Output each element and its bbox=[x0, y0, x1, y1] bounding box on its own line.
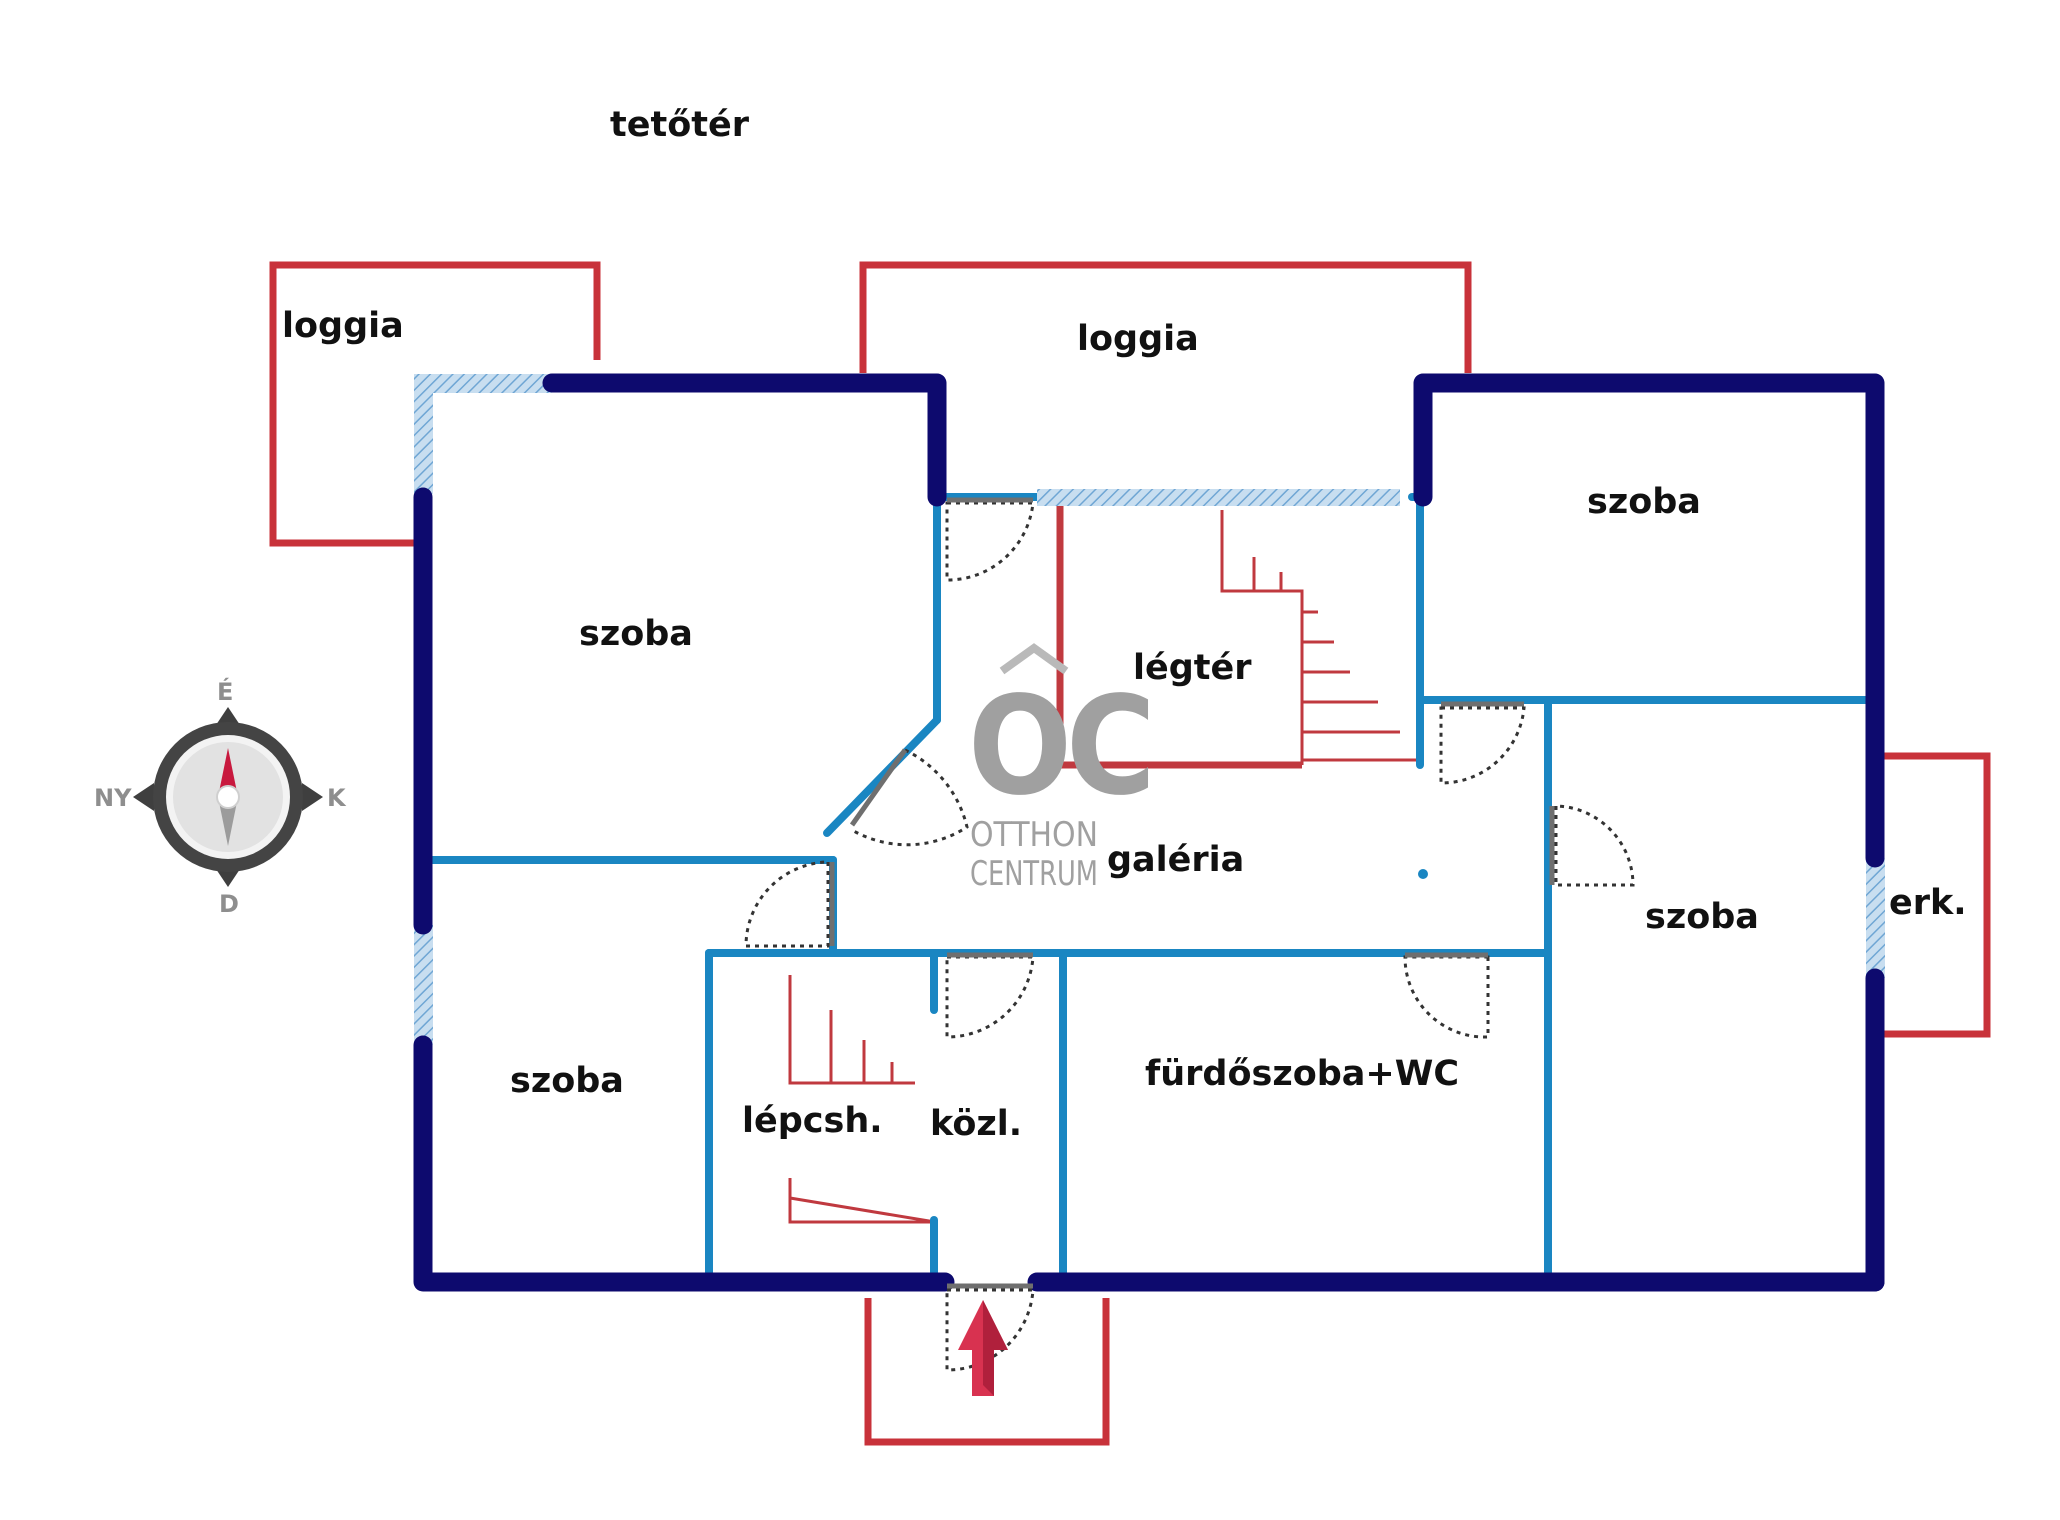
exterior-walls bbox=[413, 373, 1885, 1292]
room-label-szoba-nw: szoba bbox=[579, 614, 693, 654]
room-label-loggia-top: loggia bbox=[1077, 319, 1199, 359]
erkely-outline bbox=[1877, 752, 1991, 1038]
room-label-szoba-ne: szoba bbox=[1587, 482, 1701, 522]
floor-title: tetőtér bbox=[610, 105, 750, 145]
entrance-porch-outline bbox=[864, 1298, 1110, 1446]
balcony-outlines bbox=[269, 261, 1991, 1446]
loggia-left-outline bbox=[269, 261, 601, 547]
stair-icon bbox=[788, 500, 1420, 1224]
window-west bbox=[414, 925, 433, 1045]
window-loggia-2 bbox=[1277, 489, 1400, 506]
compass-south: D bbox=[219, 890, 239, 918]
door-swing-icon bbox=[744, 501, 1635, 1372]
room-labels: loggia loggia szoba szoba légtér galéria… bbox=[282, 306, 1967, 1144]
gallery-dot bbox=[1418, 869, 1428, 879]
room-label-legter: légtér bbox=[1133, 648, 1252, 688]
compass-icon: É K D NY bbox=[94, 677, 347, 918]
room-label-kozlekedo: közl. bbox=[930, 1104, 1022, 1144]
room-label-szoba-sw: szoba bbox=[510, 1061, 624, 1101]
room-label-loggia-left: loggia bbox=[282, 306, 404, 346]
window-loggia-1 bbox=[1037, 489, 1277, 506]
room-label-furdoszoba: fürdőszoba+WC bbox=[1145, 1054, 1459, 1094]
window-east bbox=[1866, 858, 1885, 978]
watermark-line2: CENTRUM bbox=[970, 854, 1098, 894]
watermark-logo-icon: OC OTTHON CENTRUM bbox=[968, 643, 1156, 894]
compass-west: NY bbox=[94, 784, 132, 812]
room-label-szoba-e: szoba bbox=[1645, 897, 1759, 937]
room-label-erkely: erk. bbox=[1889, 883, 1967, 923]
window-nw-top bbox=[432, 374, 552, 393]
loggia-top-outline bbox=[859, 261, 1472, 373]
compass-east: K bbox=[327, 784, 347, 812]
windows bbox=[414, 374, 1885, 1045]
room-label-galeria: galéria bbox=[1107, 840, 1244, 880]
room-label-lepcsohaz: lépcsh. bbox=[742, 1101, 883, 1141]
door-leaves bbox=[829, 497, 1555, 1289]
window-nw-side bbox=[414, 374, 433, 494]
watermark-line1: OTTHON bbox=[970, 815, 1098, 855]
entrance-arrow-icon bbox=[958, 1300, 1008, 1396]
compass-north: É bbox=[217, 677, 233, 706]
svg-text:OC: OC bbox=[968, 668, 1150, 826]
